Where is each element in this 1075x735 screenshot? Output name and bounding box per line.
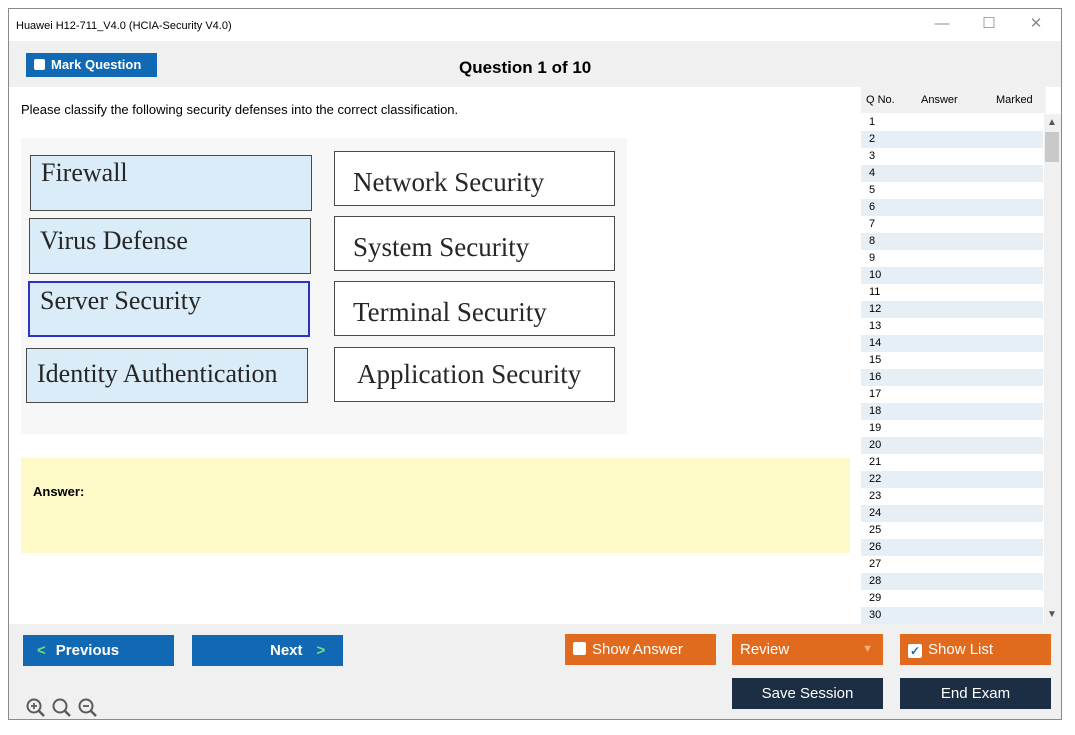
answer-label: Answer: — [33, 484, 85, 499]
question-list-row[interactable]: 25 — [869, 524, 882, 536]
right-item-network-security[interactable]: Network Security — [334, 151, 615, 206]
chevron-right-icon: > — [316, 642, 326, 659]
show-list-button[interactable]: ✓ Show List — [900, 634, 1051, 665]
marked-column-header: Marked — [996, 94, 1033, 106]
scrollbar-thumb[interactable] — [1045, 132, 1059, 162]
scroll-down-icon[interactable]: ▼ — [1047, 609, 1057, 620]
next-button[interactable]: Next > — [192, 635, 343, 666]
question-list-row[interactable]: 13 — [869, 320, 882, 332]
right-item-system-security[interactable]: System Security — [334, 216, 615, 271]
question-list-row[interactable]: 19 — [869, 422, 882, 434]
show-answer-label: Show Answer — [592, 641, 683, 658]
question-figure: Firewall Virus Defense Server Security I… — [21, 138, 627, 434]
question-counter: Question 1 of 10 — [459, 58, 592, 77]
question-list-row[interactable]: 3 — [869, 150, 876, 162]
question-prompt: Please classify the following security d… — [21, 102, 459, 117]
question-list-row[interactable]: 20 — [861, 437, 1043, 454]
previous-label: Previous — [55, 642, 120, 659]
minimize-button[interactable]: — — [934, 15, 950, 32]
close-button[interactable]: ✕ — [1029, 15, 1043, 32]
question-list-row[interactable]: 24 — [861, 505, 1043, 522]
save-session-button[interactable]: Save Session — [732, 678, 883, 709]
checked-checkbox-icon: ✓ — [908, 644, 922, 658]
question-list-row[interactable]: 28 — [861, 573, 1043, 590]
question-list-scrollbar[interactable]: ▲ ▼ — [1044, 114, 1061, 624]
question-list-row[interactable]: 1 — [869, 116, 876, 128]
end-exam-button[interactable]: End Exam — [900, 678, 1051, 709]
next-label: Next — [270, 642, 303, 659]
bottom-bar: < Previous Next > Show Answer Review ▼ ✓ Sh… — [9, 624, 1061, 719]
mark-question-button[interactable]: Mark Question — [26, 53, 157, 77]
question-list-row[interactable]: 12 — [861, 301, 1043, 318]
question-list-row[interactable]: 27 — [869, 558, 882, 570]
review-dropdown[interactable]: Review ▼ — [732, 634, 883, 665]
question-list-row[interactable]: 11 — [869, 286, 881, 298]
question-list-row[interactable]: 22 — [861, 471, 1043, 488]
question-list-row[interactable]: 4 — [861, 165, 1043, 182]
question-list-row[interactable]: 18 — [861, 403, 1043, 420]
left-item-virus-defense[interactable]: Virus Defense — [29, 218, 311, 274]
question-list-row[interactable]: 10 — [861, 267, 1043, 284]
question-list-row[interactable]: 2 — [861, 131, 1043, 148]
scroll-up-icon[interactable]: ▲ — [1047, 117, 1057, 128]
question-list-row[interactable]: 9 — [869, 252, 876, 264]
show-answer-checkbox-icon — [573, 642, 586, 655]
left-item-server-security[interactable]: Server Security — [28, 281, 310, 337]
dropdown-arrow-icon: ▼ — [862, 643, 873, 655]
previous-button[interactable]: < Previous — [23, 635, 174, 666]
question-list-row[interactable]: 5 — [869, 184, 876, 196]
show-answer-button[interactable]: Show Answer — [565, 634, 716, 665]
app-window: Huawei H12-711_V4.0 (HCIA-Security V4.0)… — [8, 8, 1062, 720]
right-item-application-security[interactable]: Application Security — [334, 347, 615, 402]
question-list-row[interactable]: 8 — [861, 233, 1043, 250]
maximize-button[interactable]: ☐ — [982, 15, 996, 32]
answer-panel: Answer: — [21, 458, 850, 553]
window-title: Huawei H12-711_V4.0 (HCIA-Security V4.0) — [16, 20, 232, 32]
question-list-header: Q No. Answer Marked — [861, 87, 1046, 113]
checkbox-icon — [34, 59, 45, 70]
mark-question-label: Mark Question — [51, 57, 142, 72]
qno-column-header: Q No. — [866, 94, 895, 106]
chevron-left-icon: < — [37, 642, 46, 659]
zoom-reset-icon[interactable] — [51, 697, 73, 724]
title-bar: Huawei H12-711_V4.0 (HCIA-Security V4.0)… — [9, 9, 1061, 41]
left-item-identity-authentication[interactable]: Identity Authentication — [26, 348, 308, 403]
answer-column-header: Answer — [921, 94, 958, 106]
review-label: Review — [740, 641, 790, 658]
question-list-row[interactable]: 21 — [869, 456, 882, 468]
toolbar: Mark Question Question 1 of 10 — [9, 41, 1061, 87]
question-list-row[interactable]: 30 — [861, 607, 1043, 624]
question-list-row[interactable]: 26 — [861, 539, 1043, 556]
question-list-row[interactable]: 17 — [869, 388, 882, 400]
question-list-row[interactable]: 7 — [869, 218, 876, 230]
show-list-label: Show List — [928, 641, 994, 658]
right-item-terminal-security[interactable]: Terminal Security — [334, 281, 615, 336]
question-list-row[interactable]: 23 — [869, 490, 882, 502]
zoom-out-icon[interactable] — [77, 697, 99, 724]
zoom-in-icon[interactable] — [25, 697, 47, 724]
question-list-row[interactable]: 15 — [869, 354, 882, 366]
question-list-row[interactable]: 14 — [861, 335, 1043, 352]
question-list-row[interactable]: 29 — [869, 592, 882, 604]
question-list-row[interactable]: 6 — [861, 199, 1043, 216]
question-list-row[interactable]: 16 — [861, 369, 1043, 386]
left-item-firewall[interactable]: Firewall — [30, 155, 312, 211]
